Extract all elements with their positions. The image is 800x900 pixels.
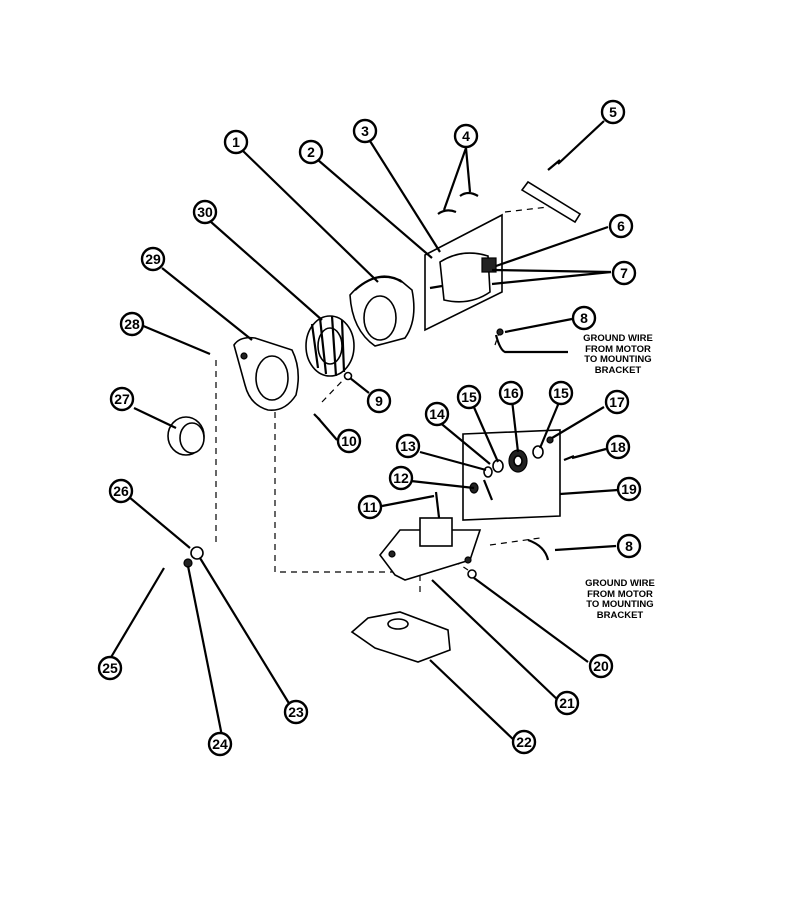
callout-7: 7 xyxy=(611,260,637,286)
callout-13: 13 xyxy=(395,433,421,459)
svg-text:30: 30 xyxy=(197,204,213,220)
callout-18: 18 xyxy=(605,434,631,460)
callout-8-bottom: 8 xyxy=(616,533,642,559)
callout-10: 10 xyxy=(336,428,362,454)
part-23-26-bolt-nut xyxy=(183,546,204,568)
svg-text:5: 5 xyxy=(609,104,617,120)
callout-22: 22 xyxy=(511,729,537,755)
svg-text:13: 13 xyxy=(400,438,416,454)
svg-text:26: 26 xyxy=(113,483,129,499)
part-5-belt xyxy=(520,159,582,224)
note-line: BRACKET xyxy=(594,364,642,376)
svg-text:21: 21 xyxy=(559,695,575,711)
svg-text:20: 20 xyxy=(593,658,609,674)
part-16-pulley xyxy=(508,449,528,473)
svg-text:11: 11 xyxy=(363,499,378,515)
part-21-idler-bracket xyxy=(378,517,482,581)
callout-15-right: 15 xyxy=(548,380,574,406)
note-line: FROM MOTOR xyxy=(587,588,653,600)
svg-text:2: 2 xyxy=(307,144,315,160)
callout-21: 21 xyxy=(554,690,580,716)
callout-5: 5 xyxy=(600,99,626,125)
svg-text:22: 22 xyxy=(516,734,532,750)
svg-text:17: 17 xyxy=(609,394,625,410)
svg-text:6: 6 xyxy=(617,218,625,234)
ground-wire-bottom xyxy=(527,538,550,561)
callout-17: 17 xyxy=(604,389,630,415)
part-2-motor xyxy=(429,252,497,303)
note-line: GROUND WIRE xyxy=(583,333,653,344)
callout-8-top: 8 xyxy=(571,305,597,331)
svg-text:3: 3 xyxy=(361,123,369,139)
note-line: TO MOUNTING xyxy=(584,354,652,365)
callout-11: 11 xyxy=(357,494,383,520)
leader-lines xyxy=(109,120,619,743)
callout-4: 4 xyxy=(453,123,479,149)
part-30-blower-wheel xyxy=(305,315,355,377)
callout-27: 27 xyxy=(109,386,135,412)
callout-28: 28 xyxy=(119,311,145,337)
ground-wire-note-top: GROUND WIRE FROM MOTOR TO MOUNTING BRACK… xyxy=(573,333,663,376)
note-line: FROM MOTOR xyxy=(585,343,651,355)
svg-text:24: 24 xyxy=(212,736,228,752)
svg-text:9: 9 xyxy=(375,393,383,409)
ground-wire-note-bottom: GROUND WIRE FROM MOTOR TO MOUNTING BRACK… xyxy=(575,578,665,621)
callout-19: 19 xyxy=(616,476,642,502)
svg-text:15: 15 xyxy=(553,385,569,401)
svg-text:8: 8 xyxy=(625,538,633,554)
svg-text:23: 23 xyxy=(288,704,304,720)
svg-text:7: 7 xyxy=(620,265,628,281)
note-line: GROUND WIRE xyxy=(585,578,655,589)
part-29-blower-housing-cover xyxy=(233,336,300,412)
callout-26: 26 xyxy=(108,478,134,504)
callout-30: 30 xyxy=(192,199,218,225)
callouts: 1 2 3 4 5 6 7 8 8 9 10 11 12 13 14 15 15… xyxy=(97,99,642,757)
svg-text:10: 10 xyxy=(341,433,357,449)
callout-9: 9 xyxy=(366,388,392,414)
svg-text:19: 19 xyxy=(621,481,637,497)
part-4-clips xyxy=(437,191,479,215)
callout-2: 2 xyxy=(298,139,324,165)
part-20-nut xyxy=(467,569,477,579)
svg-text:4: 4 xyxy=(462,128,470,144)
callout-29: 29 xyxy=(140,246,166,272)
callout-14: 14 xyxy=(424,401,450,427)
callout-15-left: 15 xyxy=(456,384,482,410)
part-27-ring xyxy=(167,416,205,456)
callout-16: 16 xyxy=(498,380,524,406)
callout-25: 25 xyxy=(97,655,123,681)
note-line: BRACKET xyxy=(596,609,644,621)
callout-6: 6 xyxy=(608,213,634,239)
part-1-blower-housing xyxy=(349,275,415,347)
svg-text:8: 8 xyxy=(580,310,588,326)
ground-wire-top xyxy=(494,328,568,354)
svg-text:14: 14 xyxy=(429,406,445,422)
part-19-tensioner-box xyxy=(462,429,561,521)
part-22-base-plate xyxy=(350,611,451,663)
svg-text:15: 15 xyxy=(461,389,477,405)
callout-24: 24 xyxy=(207,731,233,757)
part-15-washers xyxy=(492,445,544,473)
svg-text:25: 25 xyxy=(102,660,118,676)
callout-1: 1 xyxy=(223,129,249,155)
part-9-screw xyxy=(343,371,353,381)
svg-text:28: 28 xyxy=(124,316,140,332)
callout-12: 12 xyxy=(388,465,414,491)
callout-20: 20 xyxy=(588,653,614,679)
svg-text:27: 27 xyxy=(114,391,130,407)
callout-3: 3 xyxy=(352,118,378,144)
callout-23: 23 xyxy=(283,699,309,725)
svg-text:12: 12 xyxy=(393,470,409,486)
svg-text:29: 29 xyxy=(145,251,161,267)
svg-text:1: 1 xyxy=(232,134,240,150)
svg-text:16: 16 xyxy=(503,385,519,401)
note-line: TO MOUNTING xyxy=(586,599,654,610)
svg-text:18: 18 xyxy=(610,439,626,455)
part-17-18-screws xyxy=(546,436,575,462)
